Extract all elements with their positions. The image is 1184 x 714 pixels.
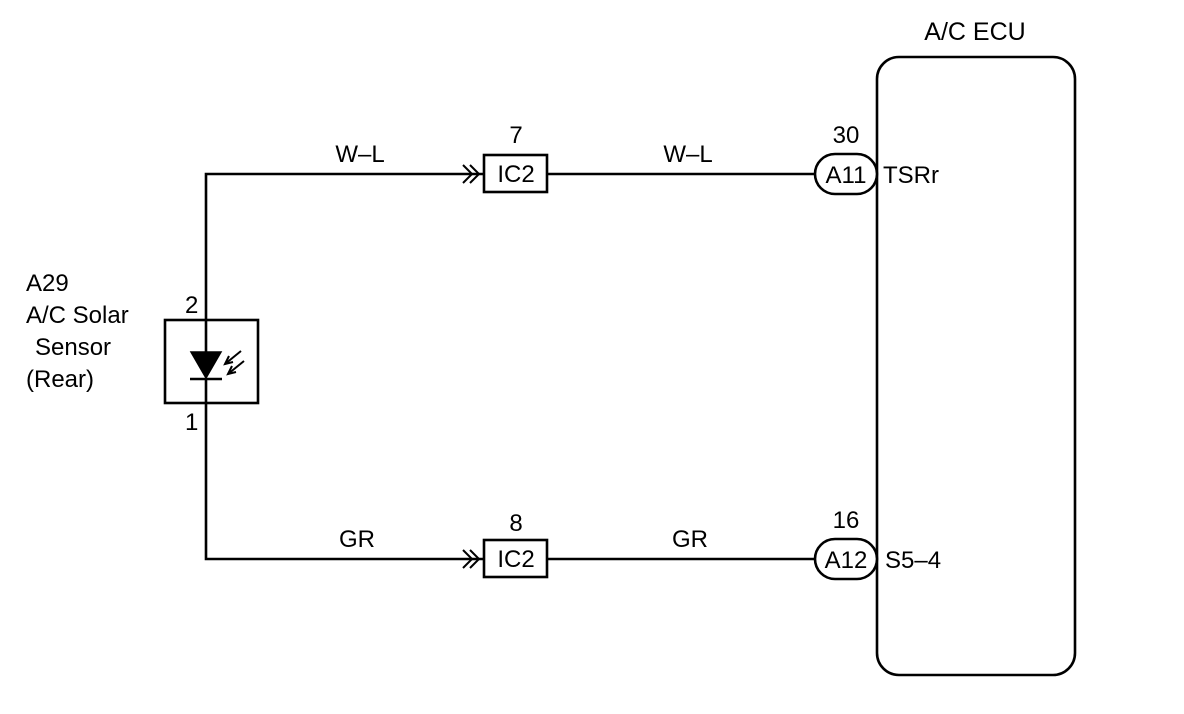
sensor-pin-bottom: 1: [185, 409, 198, 436]
ecu-connector-label-upper: A11: [826, 162, 867, 189]
connector-arrow-upper: [462, 164, 474, 184]
sensor-name-line3: (Rear): [26, 366, 94, 393]
connector-arrow-lower: [462, 549, 474, 569]
sensor-name-line2: Sensor: [35, 334, 111, 361]
ecu-title: A/C ECU: [924, 18, 1025, 46]
wire-upper-left: [204, 172, 484, 320]
wire-color-upper-right: W–L: [663, 141, 712, 168]
circuit-lower: GR IC2 8 GR A12 16 S5–4: [204, 403, 941, 581]
junction-ic2-lower: [482, 538, 549, 579]
junction-label-upper: IC2: [497, 161, 534, 188]
ecu-connector-a11: [813, 152, 879, 196]
wire-color-lower-right: GR: [672, 526, 708, 553]
sensor-pin-top: 2: [185, 292, 198, 319]
photodiode-icon: [189, 320, 245, 403]
solar-sensor: A29 A/C Solar Sensor (Rear) 2 1: [26, 270, 260, 436]
wire-color-lower-left: GR: [339, 526, 375, 553]
ecu-pin-upper: 30: [833, 122, 860, 149]
junction-pin-lower: 8: [509, 510, 522, 537]
junction-label-lower: IC2: [497, 546, 534, 573]
wire-color-upper-left: W–L: [335, 141, 384, 168]
circuit-upper: W–L IC2 7 W–L A11 30 TSRr: [204, 122, 939, 320]
sensor-code: A29: [26, 270, 69, 297]
ecu-terminal-upper: TSRr: [883, 162, 939, 189]
ecu-terminal-lower: S5–4: [885, 547, 941, 574]
ecu-box: [875, 55, 1077, 677]
ecu-connector-label-lower: A12: [825, 547, 868, 574]
junction-ic2-upper: [482, 153, 549, 194]
wire-lower-left: [204, 403, 484, 561]
sensor-name-line1: A/C Solar: [26, 302, 129, 329]
junction-pin-upper: 7: [509, 122, 522, 149]
ecu-pin-lower: 16: [833, 507, 860, 534]
ecu-connector-a12: [813, 537, 879, 581]
ac-ecu: A/C ECU: [875, 18, 1077, 677]
